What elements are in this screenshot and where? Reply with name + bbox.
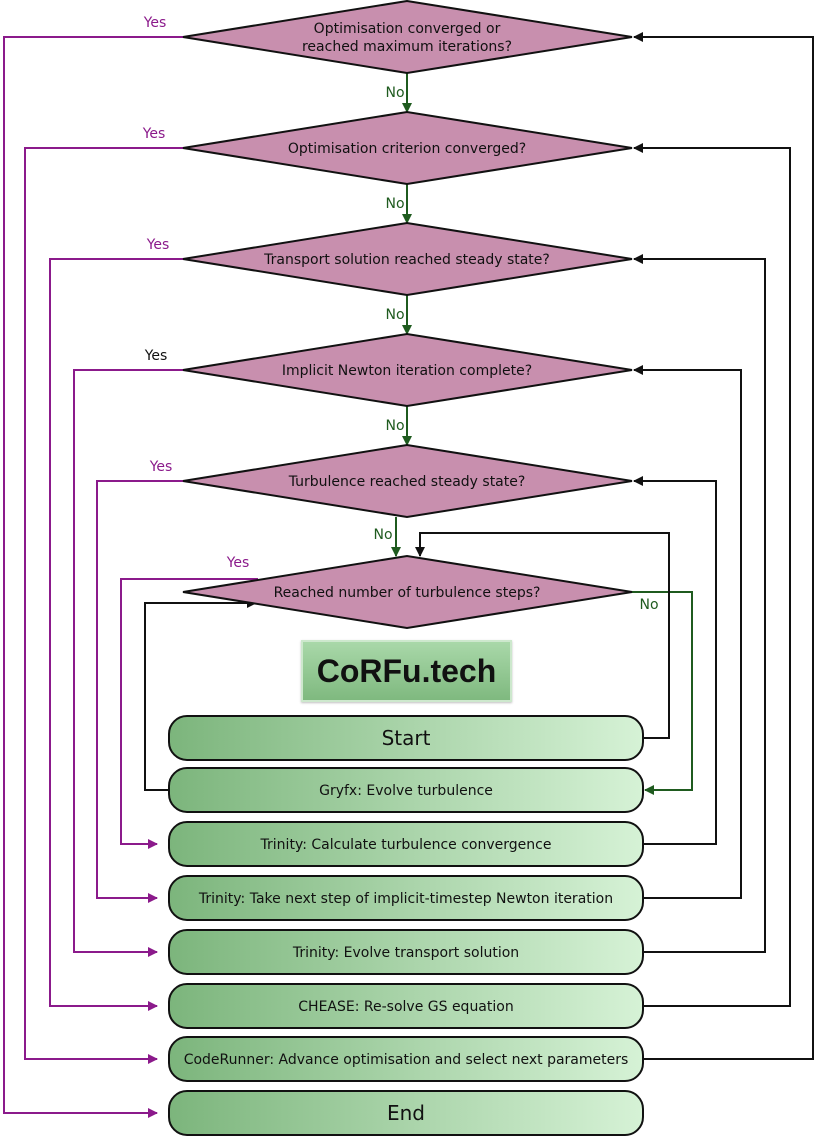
loop-arrow-2 [633,143,791,1007]
process-box-6 [168,983,644,1029]
yes-label-2: Yes [142,126,166,142]
process-box-2 [168,767,644,813]
decision-diamond-1 [182,0,633,75]
loop-arrow-5 [633,476,717,845]
decision-diamond-5 [182,443,633,519]
yes-arrow-3 [49,258,183,1011]
decision-diamond-3 [182,221,633,297]
no-label-1: No [385,85,404,101]
yes-label-4: Yes [144,348,168,364]
yes-arrow-2 [24,147,183,1064]
no-label-6: No [639,597,658,613]
yes-label-1: Yes [143,15,167,31]
gryfx-loop-arrow [144,598,257,791]
no-arrow-6 [627,591,693,795]
loop-arrow-3 [633,254,766,953]
process-box-1 [168,715,644,761]
process-box-8 [168,1090,644,1136]
yes-arrow-6 [120,578,258,849]
yes-label-3: Yes [146,237,170,253]
yes-arrow-5 [96,480,183,903]
no-label-4: No [385,418,404,434]
process-label-8: End [387,1101,425,1125]
decision-text-4-line-1: Implicit Newton iteration complete? [282,363,532,379]
no-label-2: No [385,196,404,212]
decision-text-2-line-1: Optimisation criterion converged? [288,141,526,157]
process-label-3: Trinity: Calculate turbulence convergenc… [260,837,552,853]
yes-arrow-1 [3,36,183,1118]
decision-text-1-line-1: Optimisation converged or [314,21,501,37]
decision-text-6-line-1: Reached number of turbulence steps? [274,585,541,601]
no-label-5: No [373,527,392,543]
process-box-7 [168,1036,644,1082]
decision-diamond-6 [182,554,633,630]
decision-text-1-line-2: reached maximum iterations? [302,39,512,55]
decision-text-5-line-1: Turbulence reached steady state? [288,474,526,490]
process-box-4 [168,875,644,921]
process-label-7: CodeRunner: Advance optimisation and sel… [184,1052,629,1068]
process-label-6: CHEASE: Re-solve GS equation [298,999,513,1015]
loop-arrow-1 [633,32,814,1060]
yes-label-6: Yes [226,555,250,571]
yes-arrow-4 [73,369,183,957]
loop-arrow-4 [633,365,742,899]
start-arrow [415,532,670,739]
process-box-5 [168,929,644,975]
process-label-5: Trinity: Evolve transport solution [292,945,519,961]
process-box-3 [168,821,644,867]
corfu-logo: CoRFu.tech [301,640,512,702]
decision-text-3-line-1: Transport solution reached steady state? [263,252,550,268]
decision-diamond-4 [182,332,633,408]
decision-diamond-2 [182,110,633,186]
process-label-1: Start [382,726,431,750]
decision-diamonds: Optimisation converged or reached maximum… [182,0,633,630]
process-label-2: Gryfx: Evolve turbulence [319,783,493,799]
no-label-3: No [385,307,404,323]
yes-label-5: Yes [149,459,173,475]
process-label-4: Trinity: Take next step of implicit-time… [198,891,613,907]
